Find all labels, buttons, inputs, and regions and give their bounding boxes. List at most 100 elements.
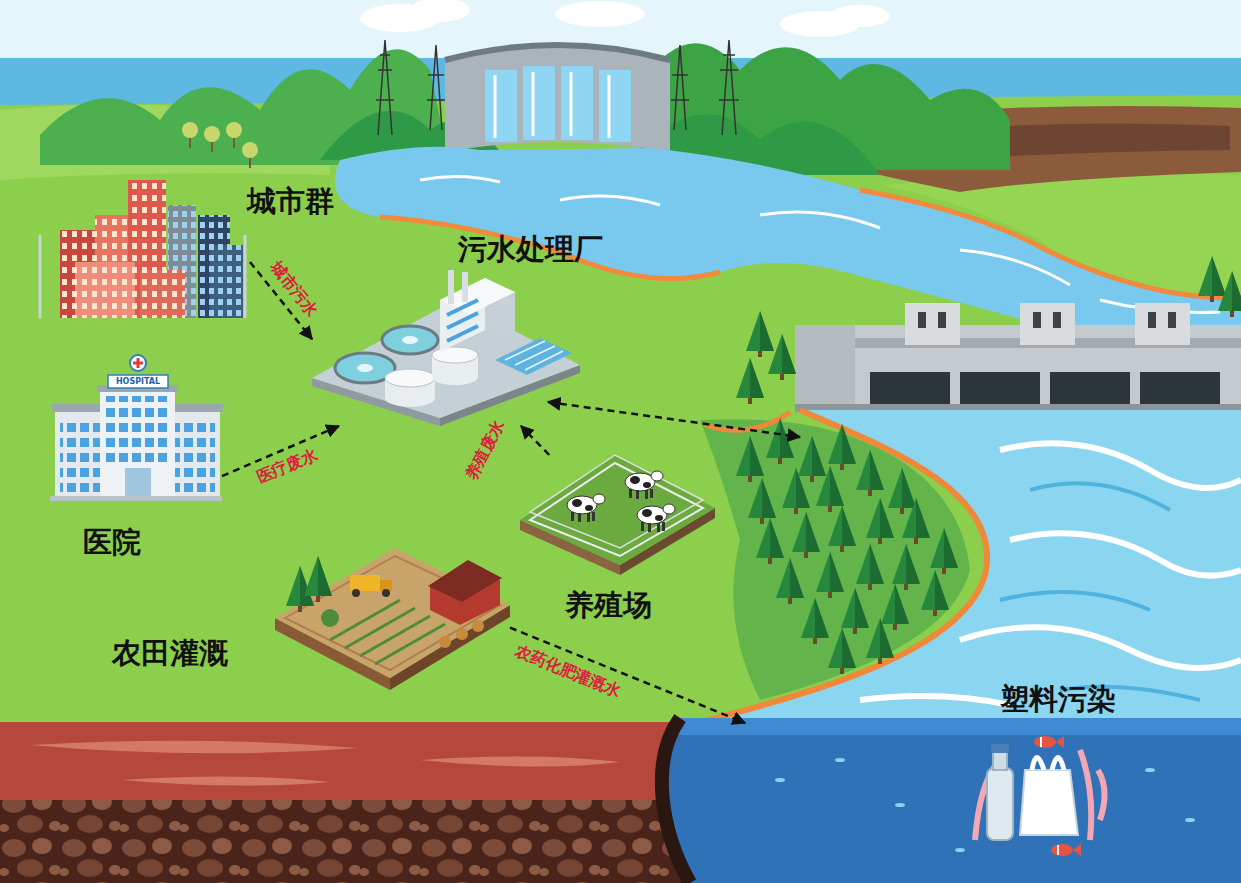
lake [955,848,965,852]
farmland-illustration [330,600,445,664]
lower-dam [1053,312,1061,328]
lower-dam [905,303,960,345]
trees [856,450,884,496]
trees [828,424,856,470]
outflow-arrow [548,402,800,437]
trees [736,358,764,404]
lake [662,718,1241,883]
city-cluster: 城市群 [35,178,250,318]
node-label: 城市群 [247,186,334,218]
upper-dam [445,45,670,152]
hospital-illustration [175,418,215,494]
trees [828,628,856,674]
hills [204,126,220,142]
trees [768,334,796,380]
ground [0,95,1241,730]
plastic-waste [991,744,1009,753]
treatment-plant-illustration [448,270,454,304]
treatment-plant-illustration [357,364,373,372]
lake [662,718,1241,883]
plastic-waste [1034,736,1056,748]
trees [1218,271,1241,317]
farmland-illustration [275,548,510,690]
treatment-plant-illustration [312,270,580,426]
lower-dam [870,372,950,408]
upper-dam [599,70,631,142]
trees [792,512,820,558]
treatment-plant-illustration [382,326,438,354]
hospital-illustration [108,375,168,388]
waterfall [690,410,987,725]
flow-arrow [521,426,549,455]
soil-layers [0,722,690,800]
lower-dam [795,325,855,410]
lower-dam [960,372,1040,408]
node-label: 塑料污染 [1000,684,1116,716]
soil-layers [0,722,690,883]
hills [242,142,258,158]
power-towers [427,45,445,130]
trees [801,598,829,644]
lower-dam [1148,312,1156,328]
lower-dam [1033,312,1041,328]
lake [835,758,845,762]
city-illustration [140,270,185,318]
power-towers [719,40,739,135]
treatment-plant: 污水处理厂 [312,268,580,426]
livestock-farm-illustration [530,463,703,556]
city-illustration [75,262,135,318]
lake [662,718,690,883]
city-illustration [140,270,185,318]
farmland-illustration [304,556,332,602]
farmland-illustration [382,589,390,597]
trees [921,570,949,616]
sky [555,1,645,27]
lower-dam [1020,303,1075,345]
farmland-illustration [275,548,510,678]
lower-dam [1135,303,1190,345]
hospital-illustration [170,410,220,500]
hospital-illustration [55,410,105,500]
hospital-illustration [60,418,100,494]
hospital-illustration [52,404,108,412]
upper-dam [445,45,670,60]
lake [1145,768,1155,772]
hospital-illustration [105,396,170,464]
lake [1185,818,1195,822]
hills [182,122,198,138]
upper-dam [445,45,670,152]
trees [856,544,884,590]
river [860,190,1241,298]
plastic-waste [1051,844,1073,856]
soil-layers [30,741,620,786]
trees [930,528,958,574]
plastic-waste [993,752,1007,770]
node-label: 养殖场 [565,590,652,622]
node-label: 污水处理厂 [458,234,603,266]
trees [902,498,930,544]
trees [748,478,776,524]
hospital-illustration [133,358,143,368]
hospital-illustration [100,388,175,500]
plastic-pollution: 塑料污染 [745,680,1200,875]
trees [756,518,784,564]
trees [866,618,894,664]
plastic-waste [975,736,1105,856]
sign-text: HOSPITAL [116,378,160,386]
lower-dam [938,312,946,328]
hospital-illustration [50,355,223,501]
plastic-waste [975,750,1105,840]
farmland-illustration [350,575,380,591]
trees [841,588,869,634]
outflow-arrow [548,402,800,437]
farmland-illustration [352,589,360,597]
flow-arrow [510,628,745,723]
treatment-plant-illustration [495,338,572,375]
city-illustration [75,262,135,318]
plastic-waste [987,768,1013,840]
upper-dam [485,70,517,142]
trees [881,584,909,630]
plastic-waste [1073,844,1081,856]
